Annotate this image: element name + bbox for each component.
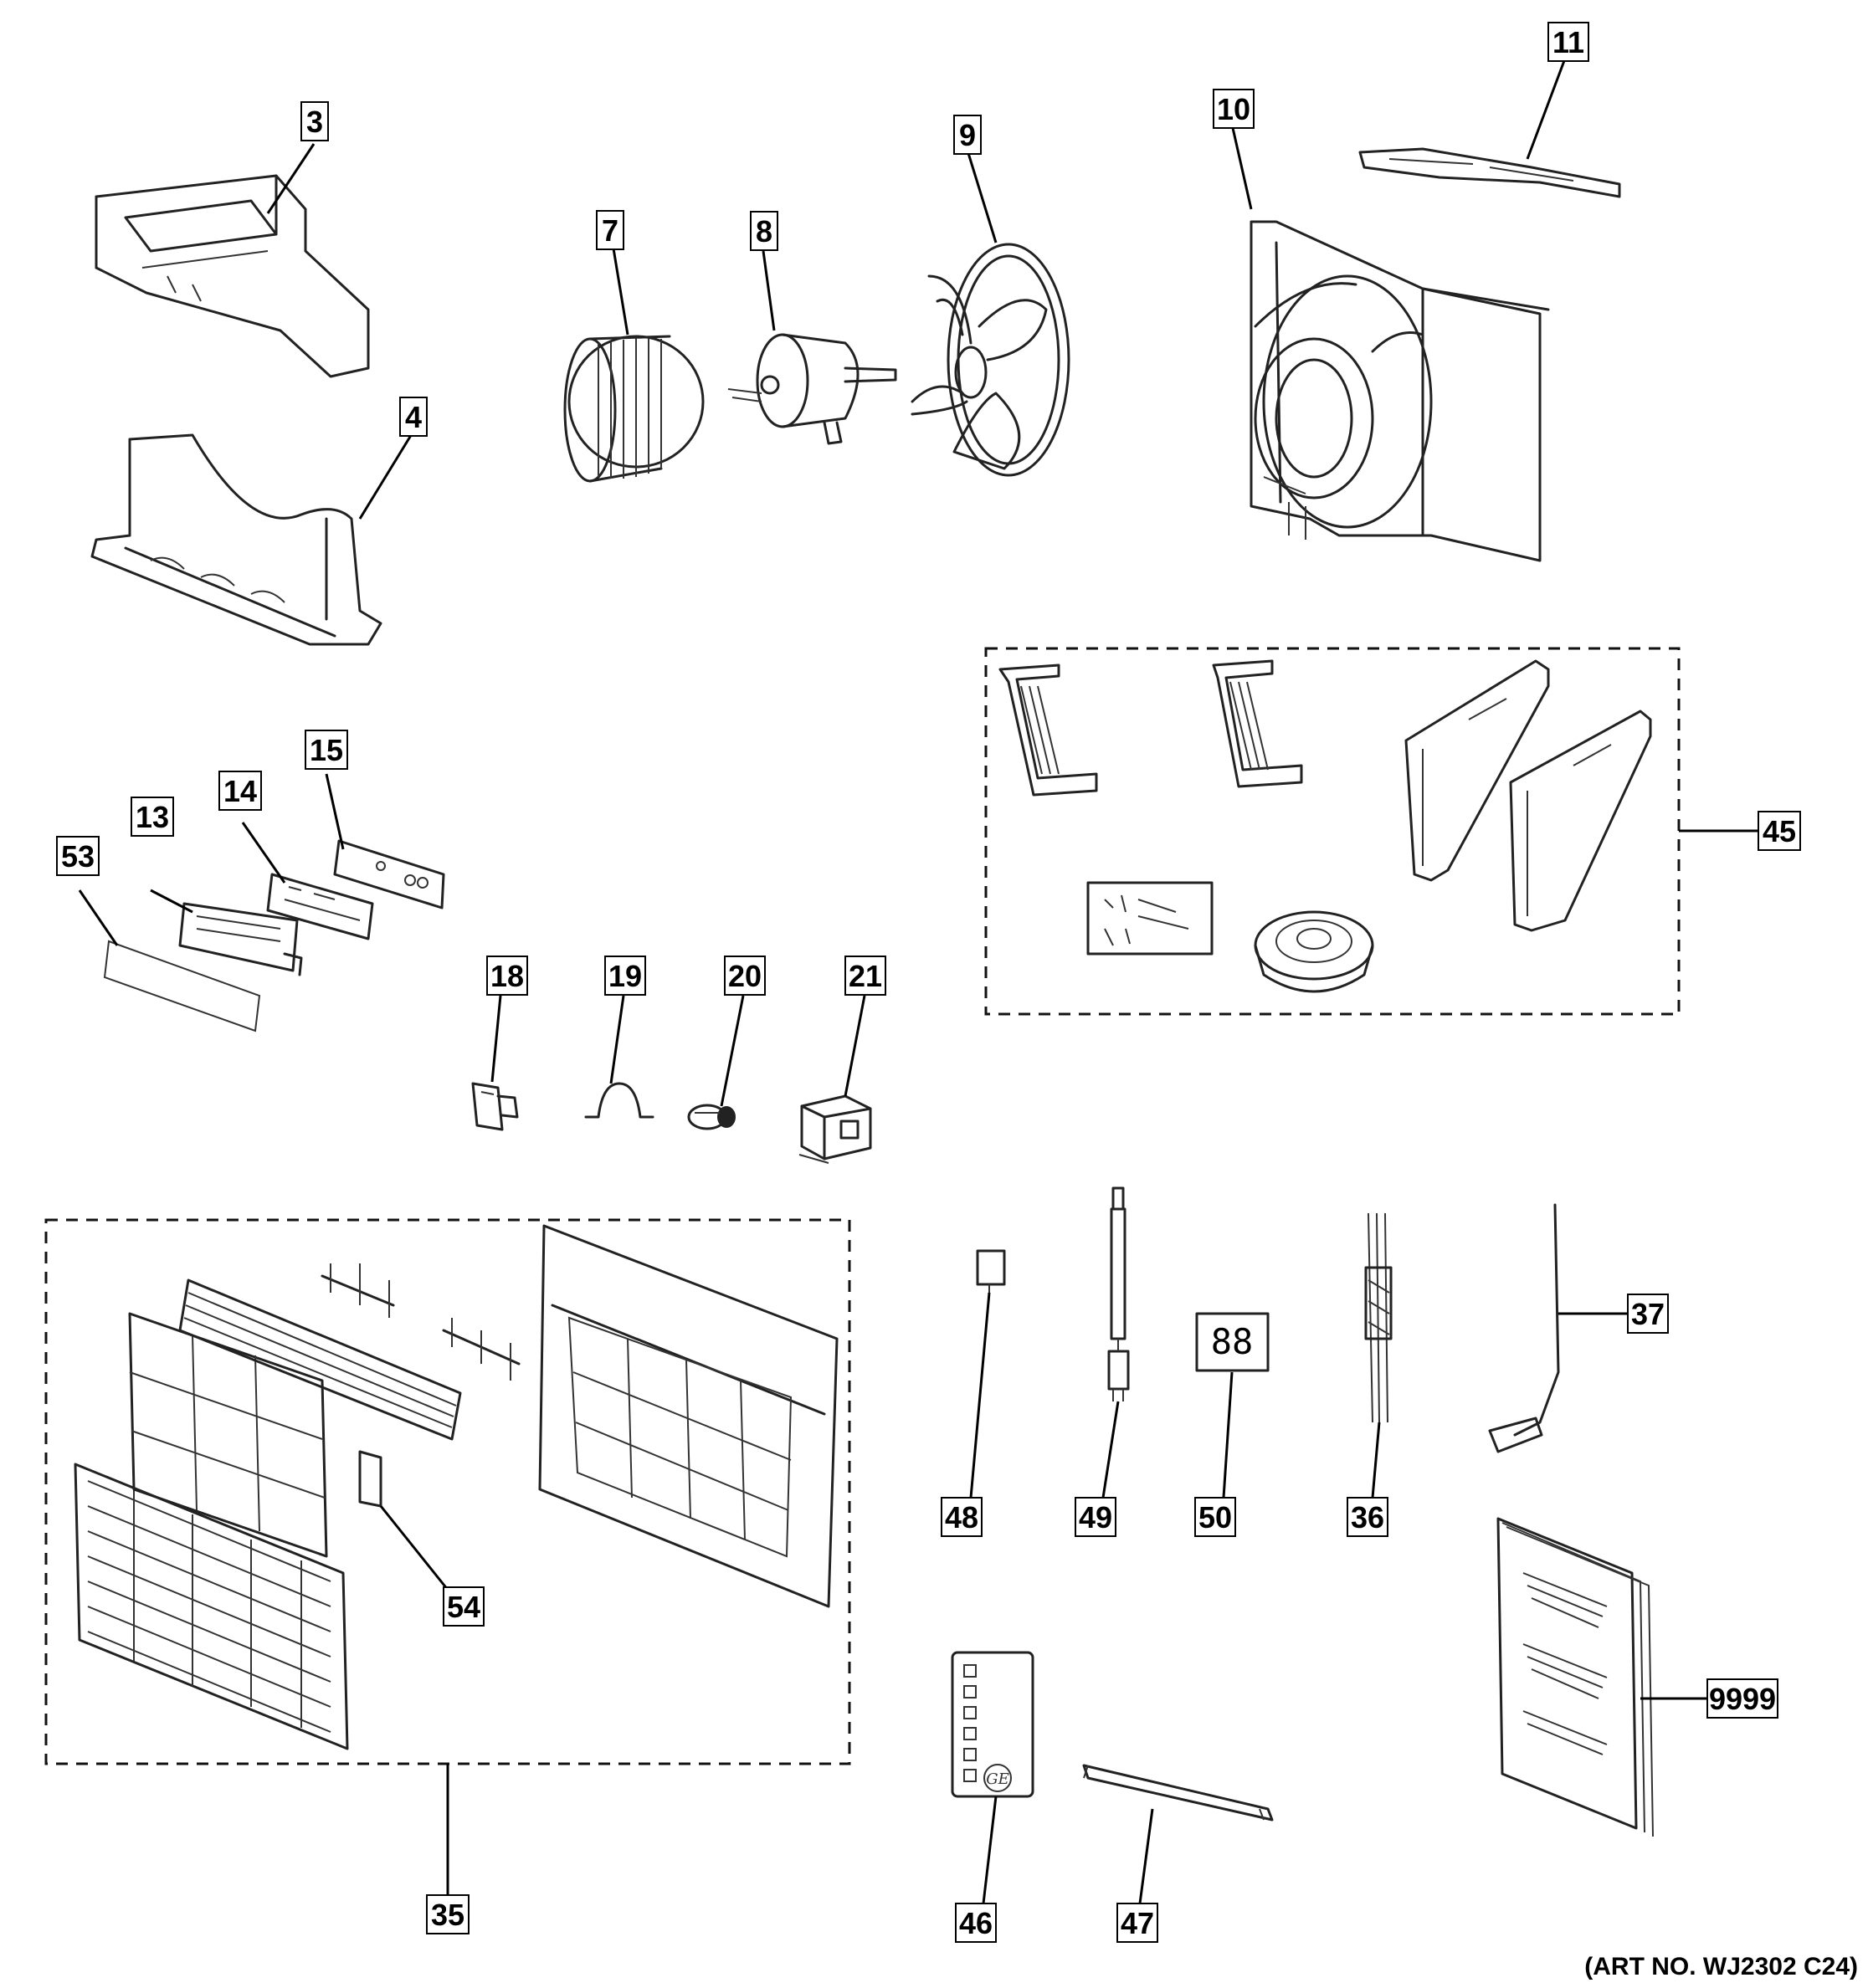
- part-47-rail: [1082, 1764, 1274, 1821]
- svg-text:21: 21: [849, 959, 882, 993]
- part-46-remote-control: GE: [951, 1651, 1034, 1798]
- part-36-wire-harness: [1364, 1212, 1393, 1423]
- callout-9999: 9999: [1706, 1678, 1778, 1719]
- svg-text:20: 20: [728, 959, 762, 993]
- part-7-blower-wheel: [563, 335, 705, 483]
- svg-text:19: 19: [608, 959, 642, 993]
- callout-36: 36: [1347, 1497, 1388, 1537]
- callout-11: 11: [1547, 22, 1589, 62]
- part-37-sensor-probe: [1488, 1203, 1560, 1453]
- part-20-capacitor: [687, 1104, 736, 1130]
- svg-text:11: 11: [1552, 25, 1584, 59]
- svg-text:10: 10: [1217, 92, 1250, 126]
- svg-text:47: 47: [1121, 1906, 1154, 1940]
- svg-text:37: 37: [1631, 1297, 1665, 1331]
- svg-text:36: 36: [1351, 1500, 1384, 1535]
- ge-logo: GE: [986, 1770, 1009, 1788]
- svg-text:14: 14: [223, 774, 257, 808]
- callout-labels: 3 4 7 8 9 10 11 15 14 13 53 18 19 20 21 …: [56, 22, 1801, 1943]
- leader-lines: [78, 58, 1758, 1904]
- part-35-front-panel-assembly: [44, 1218, 851, 1765]
- part-48-sensor: [976, 1249, 1006, 1293]
- callout-53: 53: [56, 836, 100, 876]
- part-9999-manual: [1496, 1517, 1654, 1837]
- svg-text:9: 9: [959, 118, 976, 152]
- part-4-base-tray: [90, 433, 382, 646]
- callout-10: 10: [1213, 89, 1255, 129]
- callout-21: 21: [844, 956, 886, 996]
- part-21-transformer: [798, 1094, 872, 1164]
- callout-35: 35: [426, 1894, 470, 1934]
- callout-46: 46: [955, 1903, 997, 1943]
- svg-text:13: 13: [136, 800, 169, 834]
- callout-15: 15: [305, 730, 348, 770]
- svg-text:35: 35: [431, 1898, 464, 1932]
- svg-text:48: 48: [945, 1500, 978, 1535]
- callout-45: 45: [1758, 811, 1801, 851]
- part-3-air-duct: [95, 174, 370, 378]
- callout-47: 47: [1116, 1903, 1158, 1943]
- callout-54: 54: [443, 1586, 485, 1627]
- svg-text:3: 3: [306, 105, 323, 139]
- part-14-display-board: [266, 873, 374, 940]
- svg-text:50: 50: [1198, 1500, 1232, 1535]
- callout-7: 7: [596, 210, 624, 250]
- callout-49: 49: [1075, 1497, 1116, 1537]
- part-49-harness: [1107, 1186, 1130, 1401]
- svg-text:18: 18: [490, 959, 524, 993]
- svg-text:9999: 9999: [1709, 1682, 1776, 1716]
- callout-4: 4: [399, 397, 428, 437]
- svg-text:7: 7: [602, 213, 618, 248]
- callout-14: 14: [218, 771, 262, 811]
- svg-text:54: 54: [447, 1590, 480, 1624]
- svg-text:15: 15: [310, 733, 343, 767]
- part-45-installation-kit: [984, 647, 1681, 1016]
- svg-text:4: 4: [405, 400, 422, 434]
- callout-20: 20: [724, 956, 766, 996]
- svg-text:49: 49: [1079, 1500, 1112, 1535]
- callout-48: 48: [941, 1497, 983, 1537]
- part-18-relay: [471, 1082, 519, 1131]
- part-9-condenser-fan: [911, 243, 1070, 477]
- part-53-overlay-strip: [103, 940, 261, 1032]
- part-13-control-board: [178, 902, 303, 976]
- svg-text:45: 45: [1763, 814, 1796, 848]
- callout-37: 37: [1627, 1294, 1669, 1334]
- callout-13: 13: [131, 797, 174, 837]
- part-11-top-bracket: [1358, 147, 1621, 198]
- callout-19: 19: [604, 956, 646, 996]
- callout-9: 9: [953, 115, 982, 155]
- callout-18: 18: [486, 956, 528, 996]
- callout-8: 8: [750, 211, 778, 251]
- svg-text:8: 8: [756, 214, 772, 248]
- svg-text:46: 46: [959, 1906, 993, 1940]
- part-19-clamp: [584, 1082, 654, 1119]
- part-50-display: 88: [1195, 1312, 1270, 1372]
- svg-text:53: 53: [61, 839, 95, 874]
- part-10-shroud: [1250, 220, 1550, 562]
- art-number: (ART NO. WJ2302 C24): [1584, 1953, 1858, 1980]
- part-15-mounting-plate: [333, 839, 445, 909]
- callout-50: 50: [1194, 1497, 1236, 1537]
- part-8-fan-motor: [727, 333, 897, 445]
- display-digits: 88: [1211, 1321, 1254, 1362]
- callout-3: 3: [300, 101, 329, 141]
